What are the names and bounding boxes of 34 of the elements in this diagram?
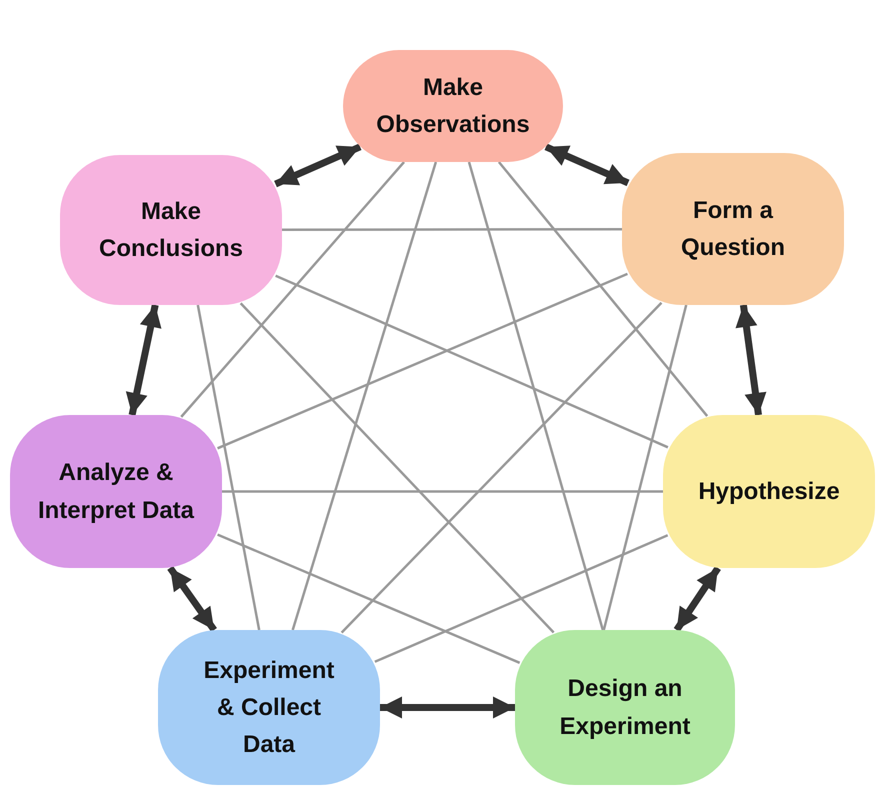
- double-arrow: [674, 566, 721, 632]
- process-box: [622, 153, 844, 305]
- node-label: Design an Experiment: [558, 674, 692, 742]
- connector-line: [275, 274, 668, 448]
- process-box: [158, 630, 380, 785]
- connector-line: [498, 161, 708, 417]
- connector-line: [292, 162, 438, 630]
- double-arrow: [126, 304, 162, 416]
- node-label: Form a Question: [680, 196, 786, 263]
- process-box: [663, 415, 875, 568]
- node-label: Hypothesize: [698, 476, 840, 507]
- node-label: Analyze & Interpret Data: [36, 458, 196, 526]
- node-label: Make Conclusions: [98, 196, 244, 264]
- double-arrow: [380, 696, 515, 718]
- connector-line: [240, 302, 555, 634]
- connector-line: [282, 228, 622, 232]
- double-arrow: [736, 304, 766, 416]
- connector-line: [602, 304, 688, 630]
- connector-line: [222, 490, 663, 493]
- double-arrow: [274, 144, 362, 188]
- node-label: Make Observations: [375, 72, 531, 140]
- connector-line: [374, 534, 668, 663]
- connector-line: [340, 302, 662, 634]
- connector-line: [217, 272, 628, 450]
- connector-line: [468, 162, 604, 630]
- connector-line: [217, 533, 520, 664]
- node-label: Experiment & Collect Data: [202, 656, 336, 760]
- double-arrow: [167, 566, 217, 632]
- process-box: [60, 155, 282, 305]
- connector-line: [180, 161, 405, 418]
- process-box: [515, 630, 735, 785]
- process-box: [10, 415, 222, 568]
- connector-line: [196, 304, 260, 630]
- double-arrow: [544, 144, 630, 186]
